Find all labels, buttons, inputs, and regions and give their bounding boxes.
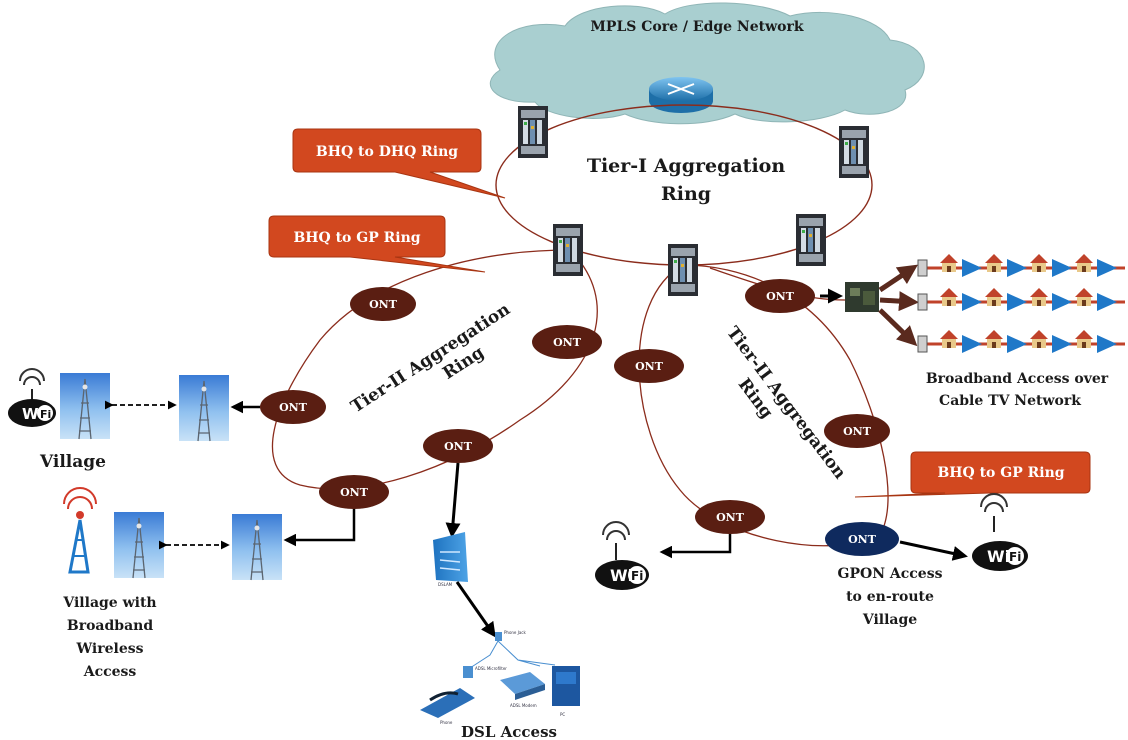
ont-node-gpon: ONT: [825, 522, 899, 556]
cable-label-line2: Cable TV Network: [939, 393, 1081, 409]
callout-bhq-to-gp-left: BHQ to GP Ring: [268, 215, 486, 273]
ont-node: ONT: [260, 390, 326, 424]
svg-text:Wi: Wi: [987, 547, 1010, 566]
mpls-cloud: MPLS Core / Edge Network: [489, 2, 925, 125]
cable-branch-arrow-1: [878, 264, 918, 293]
callout-bhq-to-dhq: BHQ to DHQ Ring: [292, 128, 506, 199]
svg-text:Fi: Fi: [631, 569, 643, 583]
ont-node: ONT: [614, 349, 684, 383]
village-label: Village: [39, 452, 106, 472]
svg-text:Fi: Fi: [1009, 550, 1021, 564]
svg-text:ONT: ONT: [716, 511, 745, 524]
wifi-icon-tier2: Wi Fi: [595, 521, 649, 590]
svg-text:ONT: ONT: [766, 290, 795, 303]
cable-branch-arrow-2: [879, 291, 919, 312]
callout-bhq-to-gp-left-text: BHQ to GP Ring: [293, 230, 420, 246]
svg-text:ONT: ONT: [553, 336, 582, 349]
tier1-ring-label-line2: Ring: [661, 183, 711, 205]
tier2-right-ring-label: Tier-II Aggregation Ring: [722, 323, 850, 483]
rack-icon-tier1-upper-right: [839, 126, 869, 178]
svg-text:ONT: ONT: [635, 360, 664, 373]
cable-chain-row-3: [917, 330, 1125, 353]
svg-text:DSLAM: DSLAM: [438, 582, 453, 587]
rack-icon-tier1-bottom-left: [553, 224, 583, 276]
gpon-label-line3: Village: [862, 612, 917, 628]
svg-text:PC: PC: [560, 712, 565, 717]
gpon-label-line2: to en-route: [846, 589, 934, 605]
rack-icon-tier1-upper-left: [518, 106, 548, 158]
cloud-label: MPLS Core / Edge Network: [590, 19, 803, 35]
ont-node: ONT: [824, 414, 890, 448]
svg-text:ONT: ONT: [848, 533, 877, 546]
svg-text:Phone Jack: Phone Jack: [504, 630, 526, 635]
dsl-equipment-icon: Phone Jack ADSL Microfilter Phone ADSL M…: [420, 630, 580, 725]
tier2-right-label-line1: Tier-II Aggregation: [722, 323, 850, 483]
svg-text:ONT: ONT: [279, 401, 308, 414]
svg-text:ONT: ONT: [444, 440, 473, 453]
callout-bhq-to-dhq-text: BHQ to DHQ Ring: [316, 144, 458, 160]
wifi-icon-village: Wi Fi: [8, 368, 56, 427]
dsl-access-label: DSL Access: [461, 723, 557, 740]
gpon-label-line1: GPON Access: [838, 566, 943, 582]
rack-icon-tier1-bottom-middle: [668, 244, 698, 296]
tower-photo-bw-2: [231, 513, 283, 581]
core-router-icon: [649, 77, 713, 113]
ont-node: ONT: [695, 500, 765, 534]
svg-text:Wi: Wi: [610, 566, 633, 585]
callout-bhq-to-gp-right: BHQ to GP Ring: [854, 451, 1091, 498]
svg-text:Fi: Fi: [40, 408, 51, 421]
tower-photo-village-2: [178, 374, 230, 442]
ont-node: ONT: [423, 429, 493, 463]
ont-node: ONT: [532, 325, 602, 359]
ont-node: ONT: [350, 287, 416, 321]
cable-chain-row-1: [917, 254, 1125, 277]
svg-text:ADSL Modem: ADSL Modem: [510, 703, 537, 708]
wifi-icon-gpon: Wi Fi: [972, 493, 1028, 571]
village-bw-label-line4: Access: [83, 664, 137, 680]
village-bw-label-line2: Broadband: [67, 618, 153, 634]
cable-label-line1: Broadband Access over: [926, 371, 1109, 387]
cable-branch-arrow-3: [878, 308, 918, 347]
broadband-tower-icon: [63, 487, 97, 574]
cable-chain-row-2: [917, 288, 1125, 311]
callout-bhq-to-gp-right-text: BHQ to GP Ring: [937, 465, 1064, 481]
tier1-ring-label-line1: Tier-I Aggregation: [587, 155, 786, 177]
svg-text:ONT: ONT: [843, 425, 872, 438]
cable-node-icon: [845, 282, 879, 312]
rack-icon-tier1-bottom-right: [796, 214, 826, 266]
svg-text:ONT: ONT: [369, 298, 398, 311]
svg-text:ONT: ONT: [340, 486, 369, 499]
ont-node: ONT: [745, 279, 815, 313]
village-bw-label-line3: Wireless: [75, 641, 143, 657]
svg-text:Phone: Phone: [440, 720, 453, 725]
ont-node: ONT: [319, 475, 389, 509]
dslam-icon: DSLAM: [433, 532, 468, 587]
village-bw-label-line1: Village with: [62, 595, 156, 611]
tower-photo-bw-1: [113, 511, 165, 579]
tower-photo-village-1: [59, 372, 111, 440]
svg-text:ADSL Microfilter: ADSL Microfilter: [475, 666, 507, 671]
